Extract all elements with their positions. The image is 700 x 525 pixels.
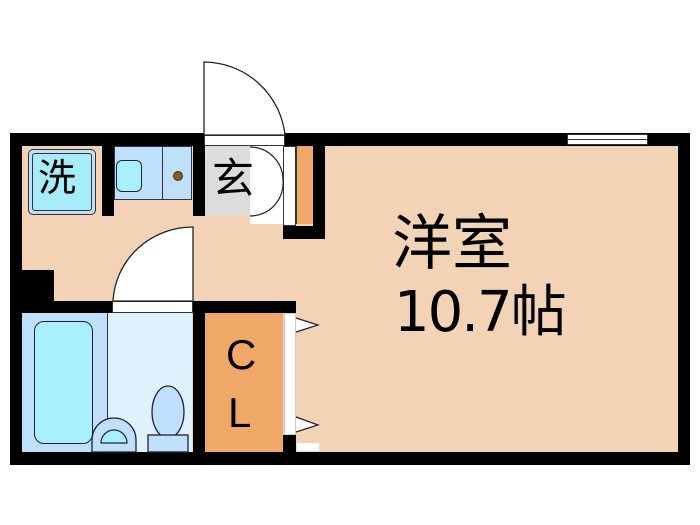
closet-door-marker-bottom: [295, 416, 320, 433]
wall-shoebox-bottom: [283, 226, 325, 239]
kitchen-divider: [162, 146, 163, 200]
wall-shoebox: [313, 146, 325, 239]
bathtub-icon: [34, 321, 93, 444]
closet-label-l: L: [228, 389, 252, 436]
closet-door-marker-top: [295, 317, 320, 333]
laundry-label: 洗: [38, 156, 77, 200]
wall-bath-top: [22, 301, 112, 313]
wall-bath-closet: [193, 301, 205, 452]
washbasin-bowl: [100, 429, 128, 444]
wall-left: [10, 133, 22, 465]
toilet-tank-icon: [147, 434, 189, 453]
washer-inner: [32, 153, 92, 211]
window-line: [567, 139, 648, 140]
entrance-label: 玄: [212, 154, 255, 203]
wall-laundry-kitchen: [102, 146, 114, 216]
wall-kitchen-entrance: [193, 146, 205, 216]
genkan-door-arc: [249, 146, 284, 217]
wall-closet-bottom-post: [283, 435, 296, 452]
toilet-bowl-icon: [151, 385, 185, 439]
closet-door-panel: [284, 313, 296, 435]
western-room: [296, 146, 678, 452]
sink-icon: [116, 160, 142, 192]
entrance-door-arc: [203, 61, 286, 136]
wall-bottom: [10, 452, 690, 465]
stove-burner-icon: [173, 171, 183, 181]
bath-door-arc: [112, 226, 194, 302]
western-room-name: 洋室: [392, 209, 512, 279]
wall-corridor-pillar: [22, 270, 54, 301]
closet-label-c: C: [226, 331, 257, 378]
room-sill: [297, 443, 319, 451]
wall-bath-top-right: [192, 301, 296, 313]
wall-right: [678, 133, 690, 465]
shoe-box: [296, 146, 313, 224]
western-room-size: 10.7帖: [394, 280, 567, 345]
wall-top-left: [10, 133, 205, 146]
closet: [205, 313, 283, 452]
